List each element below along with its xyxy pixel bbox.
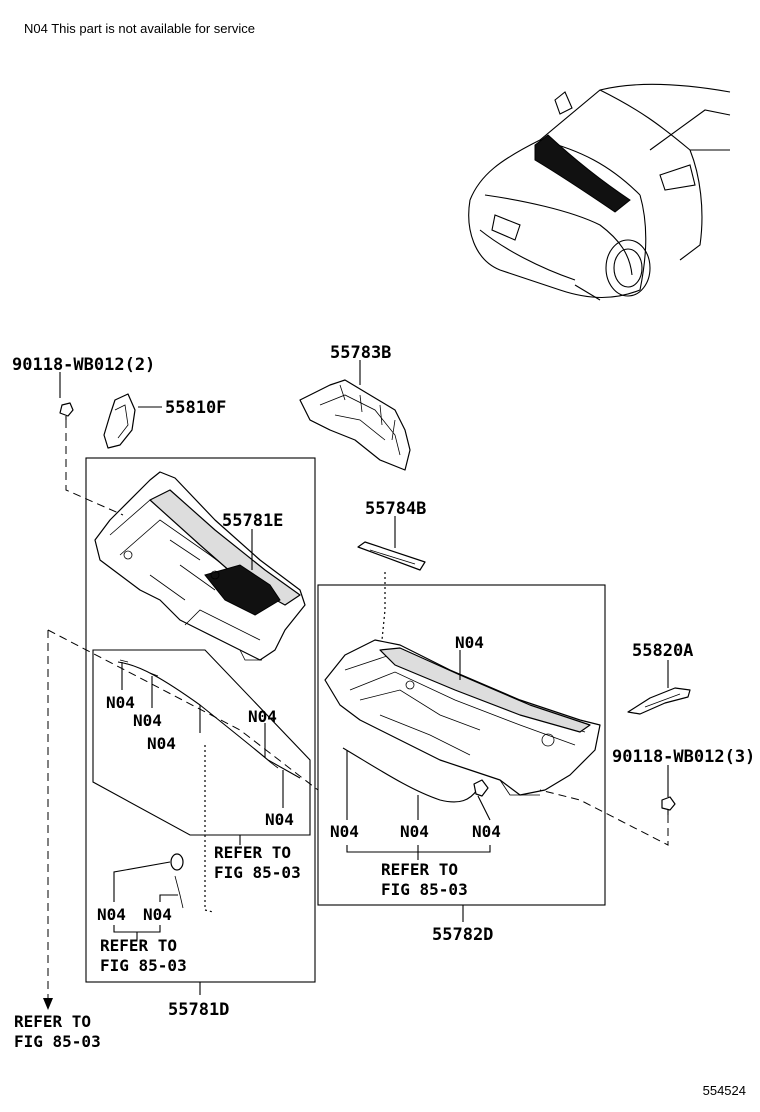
group-box-55782D [317, 584, 606, 906]
n04-label: N04 [472, 822, 501, 841]
part-55782D-cowl-panel [324, 639, 601, 796]
label-55784B: 55784B [365, 499, 426, 519]
part-55820A-seal [627, 687, 691, 715]
label-55810F: 55810F [165, 398, 226, 418]
label-55783B: 55783B [330, 343, 391, 363]
part-55784B-seal [357, 541, 426, 571]
n04-label: N04 [106, 693, 135, 712]
n04-label: N04 [143, 905, 172, 924]
car-illustration [468, 83, 731, 301]
part-55783B-bracket [299, 379, 411, 471]
label-55781E: 55781E [222, 511, 283, 531]
n04-label: N04 [455, 633, 484, 652]
n04-label: N04 [265, 810, 294, 829]
n04-label: N04 [147, 734, 176, 753]
fig-ref-label: FIG 85-03 [381, 880, 468, 899]
fig-ref-label: FIG 85-03 [14, 1032, 101, 1051]
clip-right [661, 796, 676, 815]
label-55781D: 55781D [168, 1000, 229, 1020]
part-55810F-cover [103, 393, 136, 449]
n04-label: N04 [133, 711, 162, 730]
refer-to-label: REFER TO [214, 843, 291, 862]
label-clip-right: 90118-WB012(3) [612, 747, 755, 767]
label-55782D: 55782D [432, 925, 493, 945]
n04-label: N04 [97, 905, 126, 924]
part-55781E-cowl-panel [94, 471, 306, 661]
n04-label: N04 [400, 822, 429, 841]
refer-to-label: REFER TO [381, 860, 458, 879]
n04-label: N04 [248, 707, 277, 726]
fig-ref-label: FIG 85-03 [214, 863, 301, 882]
service-note: N04 This part is not available for servi… [24, 21, 255, 36]
refer-to-label: REFER TO [14, 1012, 91, 1031]
inner-panel-box [92, 649, 311, 836]
diagram-id: 554524 [702, 1083, 746, 1098]
refer-to-label: REFER TO [100, 936, 177, 955]
label-55820A: 55820A [632, 641, 693, 661]
clip-left [59, 402, 74, 420]
label-clip-left: 90118-WB012(2) [12, 355, 155, 375]
n04-label: N04 [330, 822, 359, 841]
fig-ref-label: FIG 85-03 [100, 956, 187, 975]
